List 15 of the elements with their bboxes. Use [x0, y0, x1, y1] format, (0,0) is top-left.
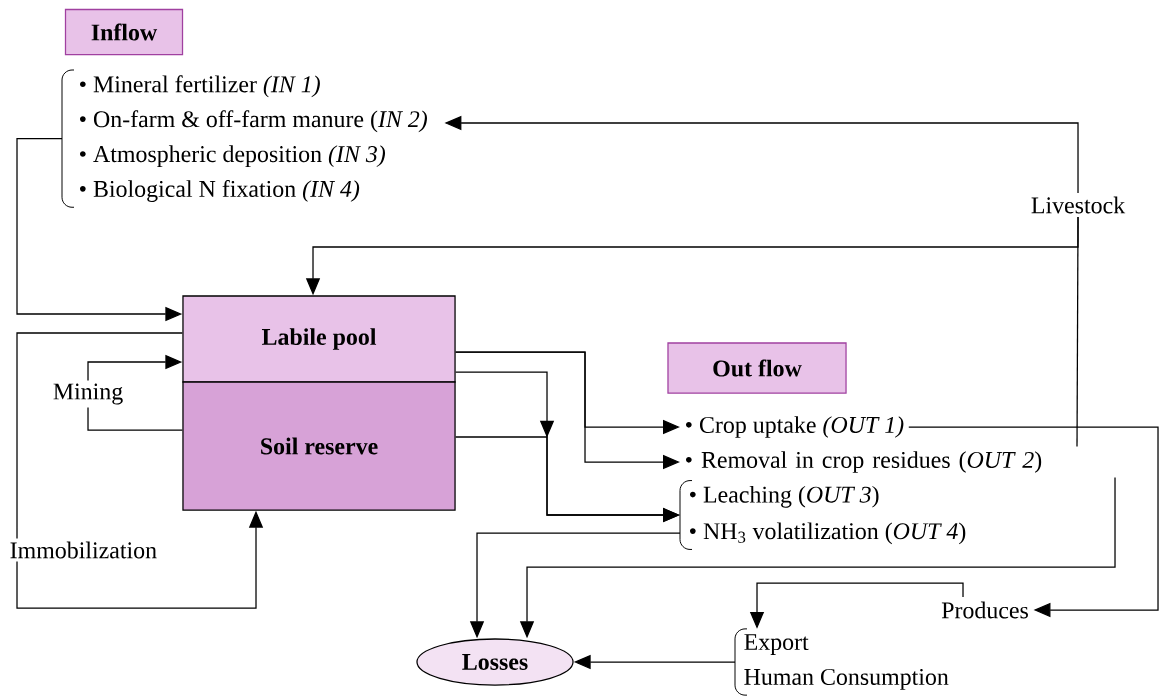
- edge-label: Mining: [49, 380, 127, 408]
- text-list: • Leaching (OUT 3) • NH$_{3}$ volatilization (OUT 4): [690, 485, 966, 545]
- labile-pool-box: Labile pool: [182, 295, 456, 383]
- soil-reserve-box: Soil reserve: [182, 381, 456, 511]
- text-item: • Removal in crop residues (OUT 2): [686, 451, 1042, 473]
- text-label: Produces: [941, 601, 1028, 619]
- text-item: • Crop uptake (OUT 1): [686, 416, 904, 438]
- heading-box: Inflow: [64, 8, 184, 56]
- text-list: Export Human Consumption: [744, 634, 949, 690]
- arrow: [87, 354, 183, 431]
- text-list: • Mineral fertilizer (IN 1) • On-farm & off-farm manure (IN 2) • Atmospheric deposition (IN 3) • Biological N fixation (IN 4): [80, 75, 427, 202]
- edge-label: Immobilization: [6, 538, 161, 562]
- arrow: [908, 426, 1159, 618]
- heading-box: Out flow: [667, 342, 847, 394]
- text-label: Livestock: [1027, 193, 1129, 217]
